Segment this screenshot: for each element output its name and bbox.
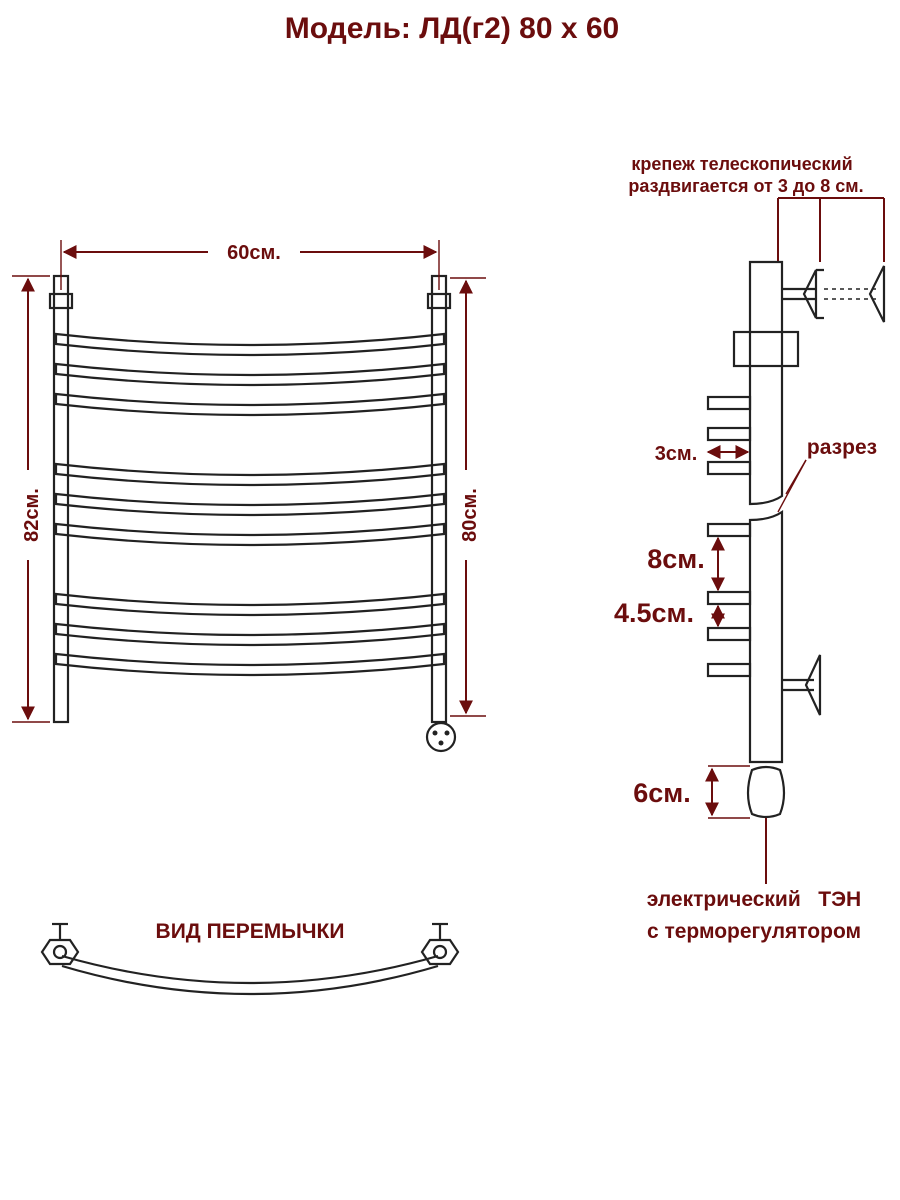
pitch-label: 4.5см. bbox=[614, 598, 694, 628]
rung-8 bbox=[54, 622, 446, 647]
left-top-cap bbox=[48, 292, 74, 310]
rung-2 bbox=[54, 362, 446, 387]
lower-mount-icon bbox=[782, 654, 822, 716]
telescopic-mount-icon bbox=[782, 265, 886, 323]
stub-lower-1 bbox=[706, 522, 752, 538]
crossbar-left-joint-icon bbox=[40, 922, 80, 966]
side-view: крепеж телескопический раздвигается от 3… bbox=[614, 154, 886, 943]
stub-upper-2 bbox=[706, 426, 752, 442]
rung-6 bbox=[54, 522, 446, 547]
right-top-cap bbox=[426, 292, 452, 310]
outer-height-label: 82см. bbox=[21, 488, 43, 542]
rung-7 bbox=[54, 592, 446, 617]
heater-body bbox=[746, 765, 786, 819]
mount-note-line2: раздвигается от 3 до 8 см. bbox=[628, 176, 863, 196]
rung-4 bbox=[54, 462, 446, 487]
width-label: 60см. bbox=[227, 242, 281, 264]
rung-9 bbox=[54, 652, 446, 677]
side-body-lower bbox=[748, 509, 784, 764]
cut-label: разрез bbox=[807, 436, 877, 459]
crossbar-right-joint-icon bbox=[420, 922, 460, 966]
rung-5 bbox=[54, 492, 446, 517]
front-view: 60см. 82см. 80см. bbox=[12, 240, 486, 753]
inner-height-label: 80см. bbox=[459, 488, 481, 542]
stub-lower-2 bbox=[706, 590, 752, 606]
rung-3 bbox=[54, 392, 446, 417]
side-body-upper bbox=[748, 260, 784, 506]
bar-depth-label: 3см. bbox=[655, 443, 698, 465]
stub-upper-3 bbox=[706, 460, 752, 476]
stub-lower-4 bbox=[706, 662, 752, 678]
heater-plug-icon bbox=[425, 721, 457, 753]
mount-note-line1: крепеж телескопический bbox=[631, 154, 852, 174]
gap-label: 8см. bbox=[647, 544, 705, 574]
stub-upper-1 bbox=[706, 395, 752, 411]
crossbar-view: ВИД ПЕРЕМЫЧКИ bbox=[40, 920, 460, 996]
rung-1 bbox=[54, 332, 446, 357]
mount-block bbox=[732, 330, 800, 368]
crossbar-arc bbox=[61, 954, 439, 985]
crossbar-label: ВИД ПЕРЕМЫЧКИ bbox=[156, 920, 345, 943]
heater-note-line2: с терморегулятором bbox=[647, 920, 861, 943]
stub-lower-3 bbox=[706, 626, 752, 642]
heater-label: 6см. bbox=[633, 778, 691, 808]
model-title: Модель: ЛД(г2) 80 х 60 bbox=[285, 12, 619, 45]
heater-note-line1: электрический ТЭН bbox=[647, 888, 861, 911]
rungs bbox=[54, 332, 446, 677]
